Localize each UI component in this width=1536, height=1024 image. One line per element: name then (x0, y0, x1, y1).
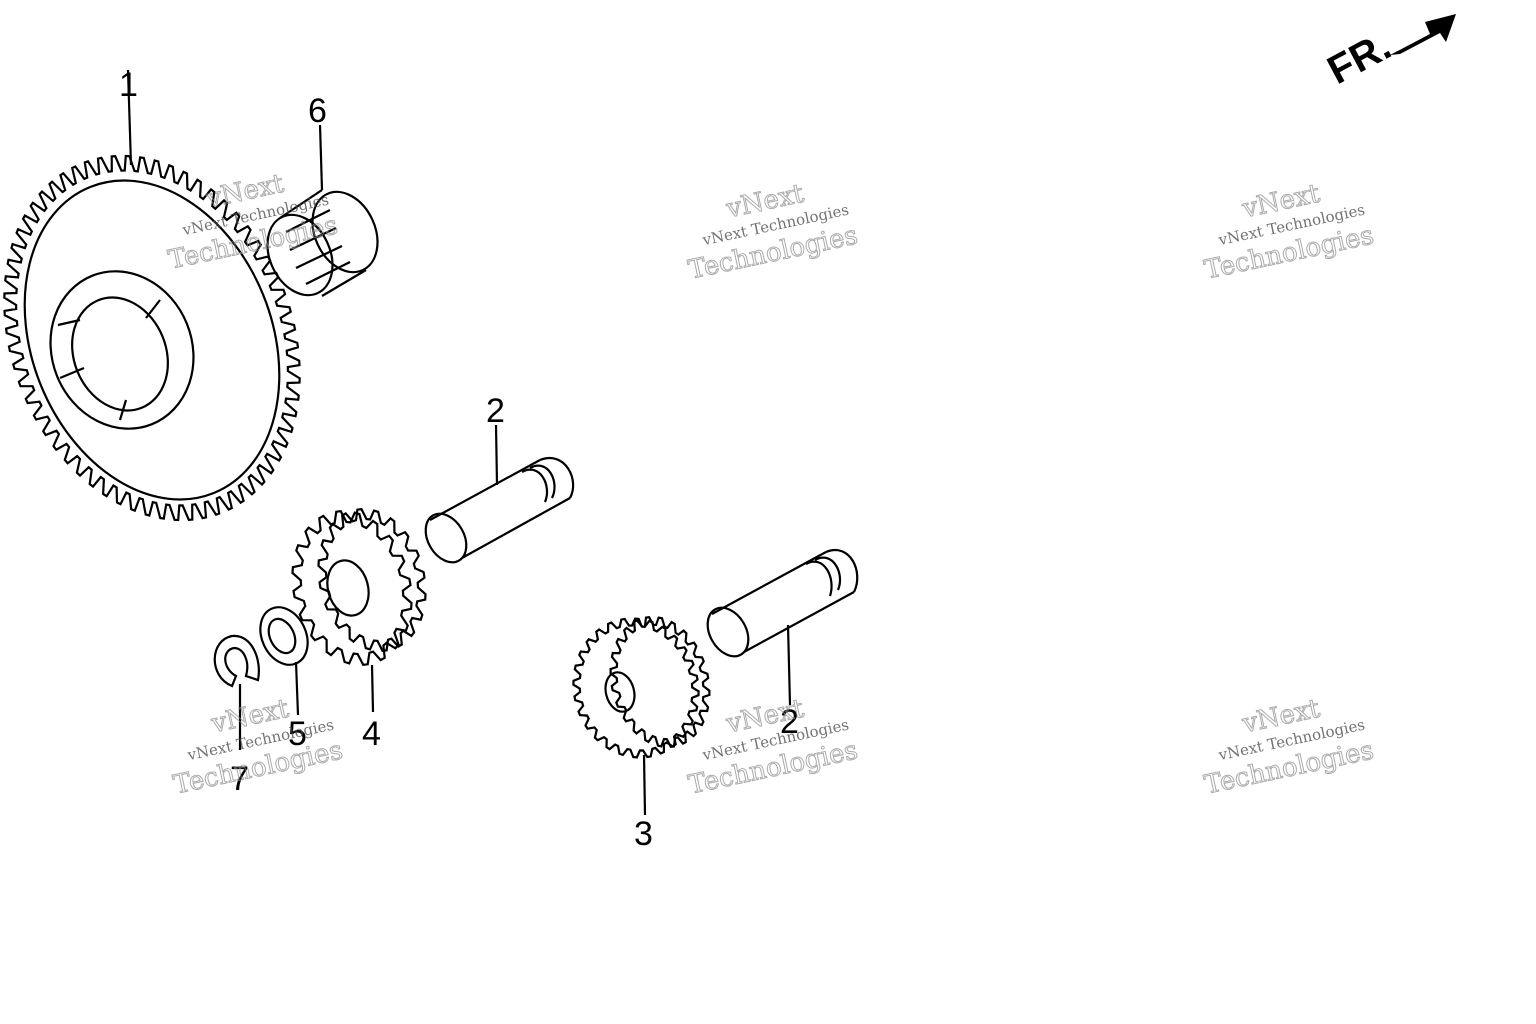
leader-line-6 (318, 124, 324, 191)
leader-line-1 (126, 69, 133, 166)
front-direction-indicator: FR. (1321, 14, 1456, 93)
callout-4: 4 (362, 715, 381, 753)
watermark-bottom-right: vNext vNext Technologies Technologies (1201, 693, 1377, 801)
watermark-top-left: vNext vNext Technologies Technologies (165, 168, 341, 276)
leader-line-4 (370, 664, 375, 713)
callout-3: 3 (634, 815, 653, 853)
leader-line-2a (494, 424, 499, 486)
watermark-bottom-left: vNext vNext Technologies Technologies (170, 693, 346, 801)
shaft-part-2-lower (706, 549, 859, 706)
circlip-part-7 (213, 634, 260, 750)
watermark-top-center: vNext vNext Technologies Technologies (685, 178, 861, 286)
leader-line-2b (786, 624, 792, 706)
front-direction-label: FR. (1321, 24, 1399, 93)
callout-1: 1 (119, 66, 138, 104)
callout-2-lower: 2 (780, 703, 799, 741)
callout-5: 5 (288, 715, 307, 753)
small-gear-part-4 (291, 508, 427, 713)
callout-7: 7 (230, 760, 249, 798)
watermark-top-right: vNext vNext Technologies Technologies (1201, 178, 1377, 286)
leader-line-5 (294, 661, 300, 716)
leader-line-3 (642, 754, 647, 816)
callout-2-upper: 2 (486, 392, 505, 430)
callout-6: 6 (308, 92, 327, 130)
washer-part-5 (259, 606, 309, 716)
large-gear-part-1 (3, 69, 301, 522)
shaft-part-2-upper (424, 424, 575, 564)
front-arrow-icon (1390, 14, 1456, 55)
needle-bearing-part-6 (266, 124, 379, 297)
gear-part-3 (572, 616, 711, 816)
